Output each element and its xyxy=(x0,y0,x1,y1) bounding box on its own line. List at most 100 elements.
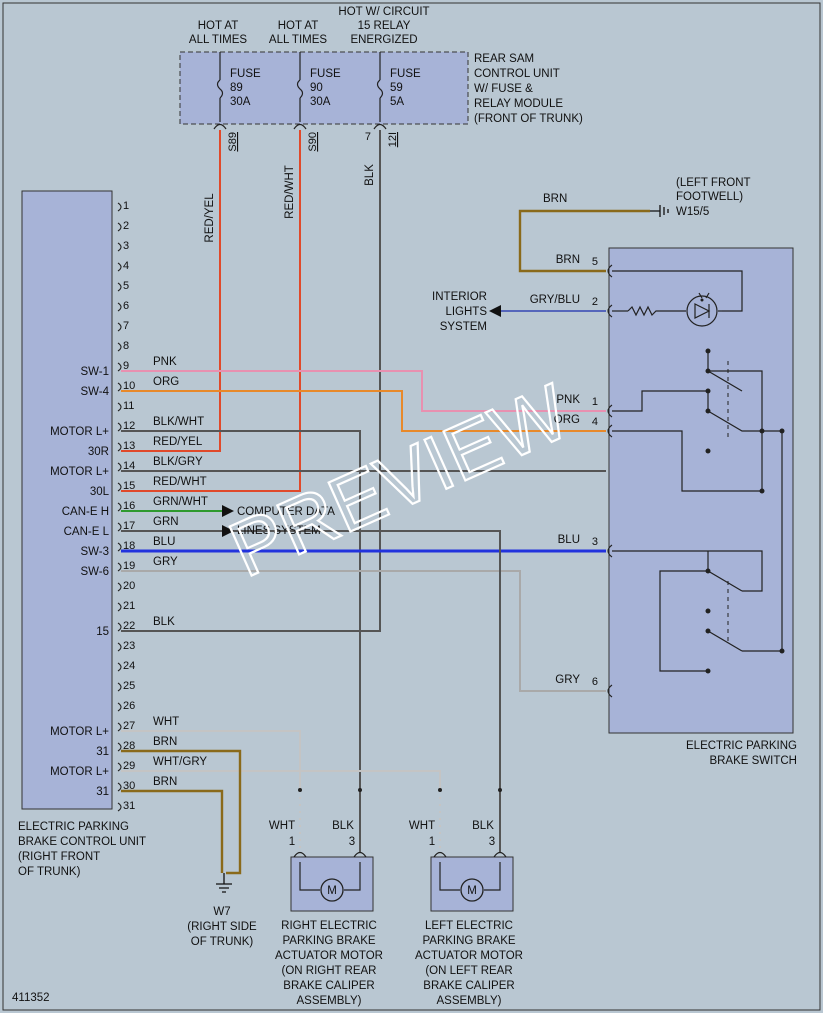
control-unit-pin-number: 21 xyxy=(123,600,135,612)
wire-gry xyxy=(121,570,606,692)
arrow-interior-lights-icon xyxy=(489,305,501,317)
right-motor-label-2: PARKING BRAKE xyxy=(282,935,375,947)
right-motor-label-4: (ON RIGHT REAR xyxy=(282,965,377,977)
control-unit-pin-number: 4 xyxy=(123,260,129,272)
right-motor: WHT 1 BLK 3 M xyxy=(269,820,374,912)
control-unit-pin-connector xyxy=(117,582,122,592)
right-motor-label-1: RIGHT ELECTRIC xyxy=(281,920,377,932)
left-motor-terminals xyxy=(433,851,507,858)
motor-wire-dots xyxy=(298,788,502,792)
control-unit-pin-connector xyxy=(117,782,122,792)
wire-brn-28 xyxy=(121,749,242,875)
switch-pin-number: 4 xyxy=(592,416,598,428)
control-unit-pin-function: 31 xyxy=(96,746,109,758)
fuse90-l1: FUSE xyxy=(310,68,341,80)
left-motor-leads xyxy=(439,862,501,891)
control-unit-pin-connector xyxy=(117,282,122,292)
control-unit-pin-connector xyxy=(117,242,122,252)
control-unit-label-3: (RIGHT FRONT xyxy=(18,851,100,863)
control-unit-wire-label: BLK/GRY xyxy=(153,456,203,468)
ground-w7-id: W7 xyxy=(213,906,230,918)
left-motor-label-4: (ON LEFT REAR xyxy=(425,965,512,977)
control-unit-pin-function: 30R xyxy=(88,446,109,458)
control-unit-pin-function: 31 xyxy=(96,786,109,798)
switch-wire-label: BLU xyxy=(558,534,580,546)
control-unit-wire-label: BLK xyxy=(153,616,175,628)
ground-w7-label-1: (RIGHT SIDE xyxy=(187,921,257,933)
fuse-box-label-2: CONTROL UNIT xyxy=(474,68,560,80)
control-unit-pin-function: MOTOR L+ xyxy=(50,466,109,478)
arrow-can-h-icon xyxy=(222,505,234,517)
control-unit-pin-number: 5 xyxy=(123,280,129,292)
terminal-s90: S90 xyxy=(307,132,319,152)
arrow-can-l-icon xyxy=(222,525,234,537)
control-unit-pin-number: 11 xyxy=(123,400,134,412)
control-unit-pin-connector xyxy=(117,742,122,752)
control-unit-pin-function: CAN-E H xyxy=(62,506,109,518)
left-motor-label-5: BRAKE CALIPER xyxy=(423,980,514,992)
left-motor-label-2: PARKING BRAKE xyxy=(422,935,515,947)
control-unit-pin-connector xyxy=(117,322,122,332)
ground-w7-icon xyxy=(216,873,232,893)
control-unit-pin-number: 14 xyxy=(123,460,135,472)
left-motor-icon xyxy=(460,878,484,902)
control-unit-wire-label: WHT xyxy=(153,716,179,728)
fuse59-l3: 5A xyxy=(390,96,404,108)
control-unit-pin-function: SW-4 xyxy=(80,386,109,398)
switch-pin-connector xyxy=(607,544,613,558)
control-unit-pin-connector xyxy=(117,462,122,472)
control-unit-pin-connector xyxy=(117,202,122,212)
control-unit-wire-label: BLU xyxy=(153,536,175,548)
hot-label-2a: HOT AT xyxy=(278,20,318,32)
right-motor-terminals xyxy=(293,851,367,858)
brn-footwell-label: BRN xyxy=(543,193,567,205)
fuse89-l1: FUSE xyxy=(230,68,261,80)
right-motor-label-6: ASSEMBLY) xyxy=(297,995,362,1007)
control-unit-wire-label: WHT/GRY xyxy=(153,756,207,768)
control-unit-pin-connector xyxy=(117,342,122,352)
control-unit-pin-connector xyxy=(117,262,122,272)
control-unit-pin-connector xyxy=(117,482,122,492)
control-unit-pin-function: SW-6 xyxy=(80,566,109,578)
right-motor-label-5: BRAKE CALIPER xyxy=(283,980,374,992)
control-unit-pin-number: 15 xyxy=(123,480,135,492)
control-unit-pin-connector xyxy=(117,402,122,412)
left-motor: WHT 1 BLK 3 M xyxy=(409,820,514,912)
right-motor-symbol: M xyxy=(327,885,337,897)
wire-brn-30 xyxy=(121,789,224,873)
control-unit-pin-connector xyxy=(117,442,122,452)
switch-wire-label: BRN xyxy=(556,254,580,266)
left-motor-pin1: 1 xyxy=(429,836,435,848)
interior-lights-label-1: INTERIOR xyxy=(432,291,487,303)
ground-left-front-label-2: FOOTWELL) xyxy=(676,191,743,203)
hot-label-1b: ALL TIMES xyxy=(189,34,247,46)
switch-pin-number: 3 xyxy=(592,536,598,548)
control-unit-pin-connector xyxy=(117,382,122,392)
ground-left-front-id: W15/5 xyxy=(676,206,709,218)
fuse-box-label-1: REAR SAM xyxy=(474,53,534,65)
left-motor-label-1: LEFT ELECTRIC xyxy=(425,920,513,932)
control-unit-pin-number: 24 xyxy=(123,660,135,672)
control-unit-pin-connector xyxy=(117,702,122,712)
fuse-box-label-3: W/ FUSE & xyxy=(474,83,533,95)
terminal-12i: 12I xyxy=(387,132,399,147)
switch-pin-connector xyxy=(607,304,613,318)
hot-label-2b: ALL TIMES xyxy=(269,34,327,46)
ground-left-front-icon xyxy=(650,205,669,217)
control-unit-pin-function: SW-1 xyxy=(80,366,109,378)
control-unit-pin-connector xyxy=(117,542,122,552)
control-unit-pin-number: 6 xyxy=(123,300,129,312)
control-unit-pin-connector xyxy=(117,502,122,512)
control-unit-pin-number: 16 xyxy=(123,500,135,512)
switch-pin-number: 1 xyxy=(592,396,598,408)
control-unit-pin-number: 3 xyxy=(123,240,129,252)
control-unit-wire-label: RED/WHT xyxy=(153,476,207,488)
control-unit-pin-connector xyxy=(117,362,122,372)
control-unit-pin-connector xyxy=(117,642,122,652)
switch-label-1: ELECTRIC PARKING xyxy=(686,740,797,752)
control-unit-wire-label: GRN xyxy=(153,516,179,528)
control-unit-wire-label: GRN/WHT xyxy=(153,496,208,508)
fuse-box-outline xyxy=(179,51,469,125)
